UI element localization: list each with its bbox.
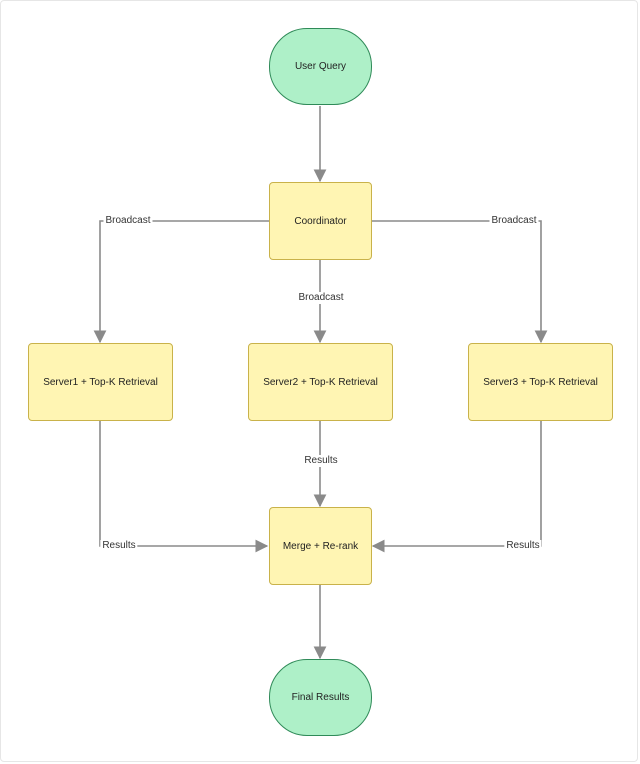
edge-label-broadcast-center: Broadcast (296, 292, 346, 304)
edge-label-broadcast-left: Broadcast (103, 215, 153, 227)
edge-label-results-left: Results (100, 540, 138, 552)
edge-label-broadcast-right: Broadcast (489, 215, 539, 227)
node-server1: Server1 + Top-K Retrieval (28, 343, 173, 421)
node-merge-rerank: Merge + Re-rank (269, 507, 372, 585)
edge-label-results-right: Results (504, 540, 542, 552)
node-user-query: User Query (269, 28, 372, 105)
edge-server1-to-merge (99, 421, 269, 553)
edge-server3-to-merge (371, 421, 542, 553)
edge-coordinator-to-server3 (372, 220, 548, 344)
node-coordinator: Coordinator (269, 182, 372, 260)
node-server3: Server3 + Top-K Retrieval (468, 343, 613, 421)
edge-label-results-center: Results (302, 455, 340, 467)
node-server2: Server2 + Top-K Retrieval (248, 343, 393, 421)
edge-coordinator-to-server1 (93, 220, 269, 344)
node-final-results: Final Results (269, 659, 372, 736)
